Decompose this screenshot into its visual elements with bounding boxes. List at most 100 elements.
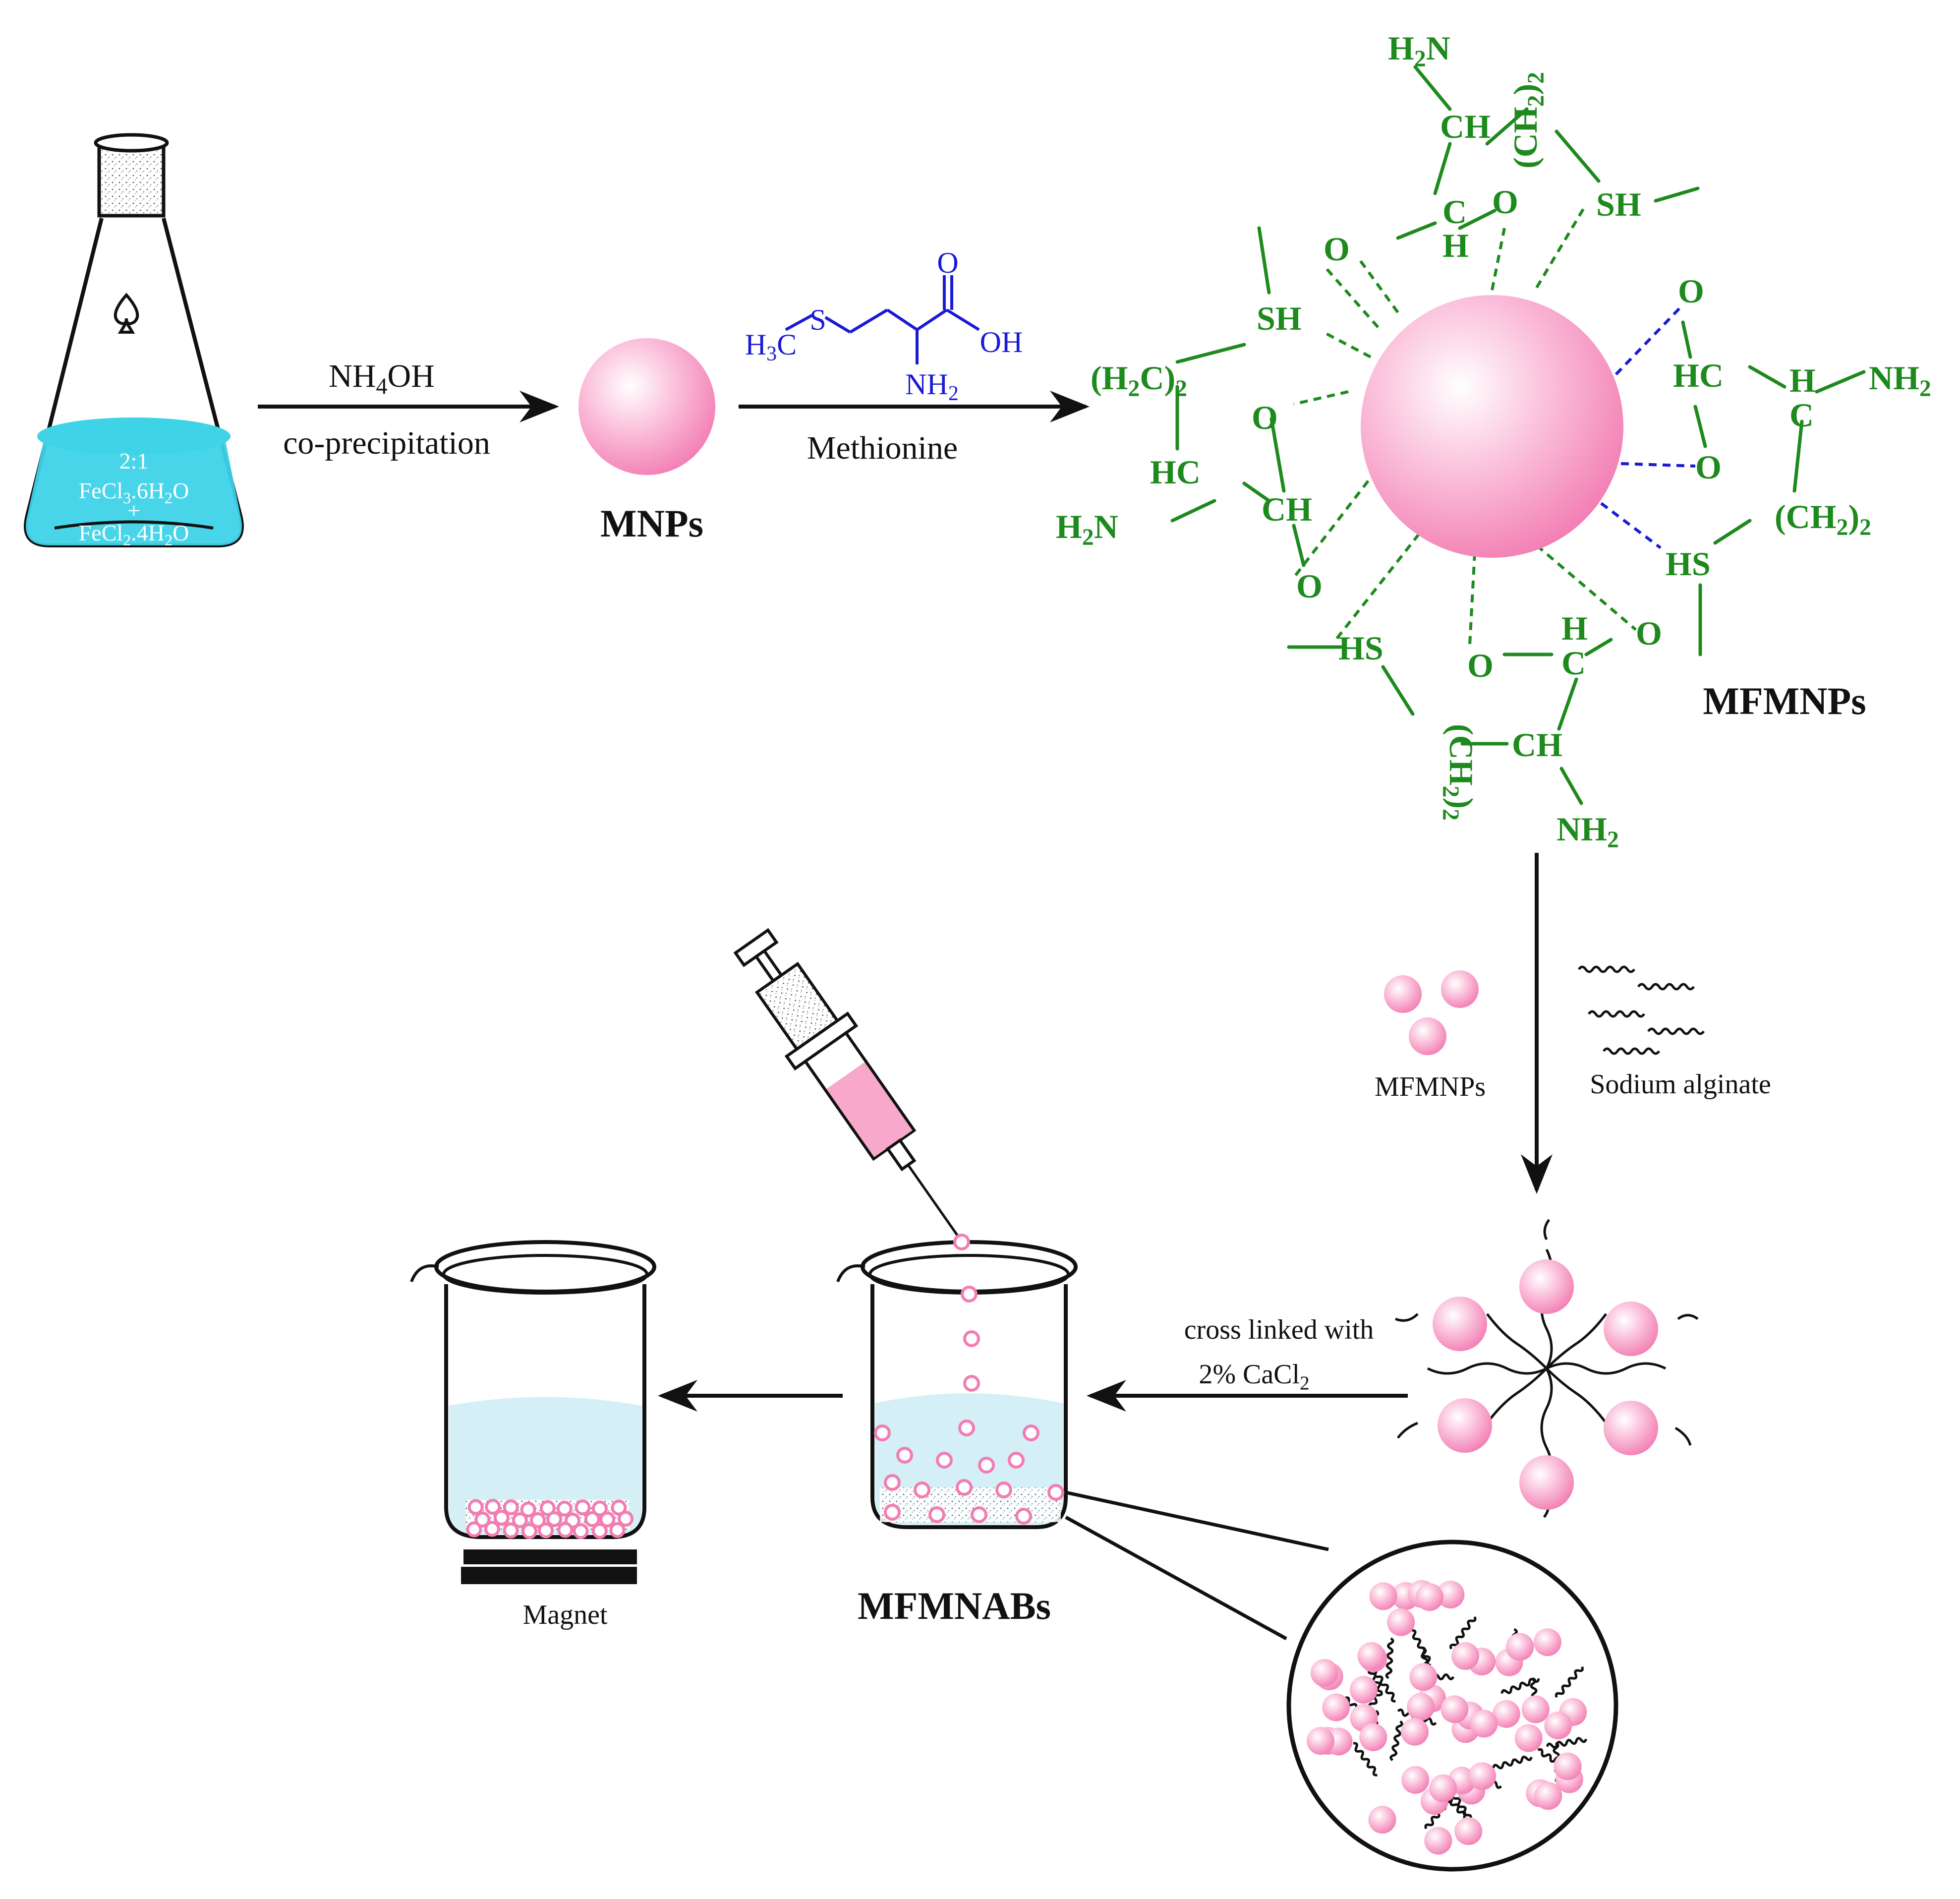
settled-bead: [573, 1523, 589, 1540]
group-o-bottom-1: O: [1467, 647, 1494, 684]
crosslink-line-2: 2% CaCl2: [1199, 1359, 1309, 1394]
bead-nanoparticle: [1468, 1762, 1497, 1790]
crosslink-line-1: cross linked with: [1184, 1314, 1374, 1345]
mix-ingredients: MFMNPs Sodium alginate: [1375, 967, 1771, 1102]
zoom-content: [1306, 1580, 1588, 1855]
bead-nanoparticle: [1544, 1711, 1572, 1739]
group-h-right: H: [1789, 361, 1816, 399]
bead-nanoparticle: [1387, 1608, 1415, 1636]
bead-nanoparticle: [1350, 1676, 1378, 1704]
settled-bead: [556, 1500, 573, 1517]
settled-bead: [521, 1523, 537, 1539]
bead-nanoparticle: [1534, 1782, 1562, 1810]
bead-nanoparticle: [1401, 1766, 1430, 1794]
bead-nanoparticle: [1514, 1724, 1543, 1752]
settled-bead: [591, 1523, 608, 1539]
mfmnps-label: MFMNPs: [1703, 679, 1866, 722]
group-o-right-1: O: [1678, 272, 1704, 310]
mfmnabs-label: MFMNABs: [858, 1584, 1051, 1627]
group-c-top: C: [1442, 193, 1467, 231]
settled-bead: [592, 1500, 608, 1517]
group-hc-right: HC: [1673, 356, 1724, 394]
bead-nanoparticle: [1415, 1583, 1443, 1611]
group-h-top: H: [1442, 227, 1469, 264]
settled-bead: [546, 1511, 563, 1527]
settled-bead: [512, 1512, 528, 1529]
bead-nanoparticle: [1506, 1633, 1534, 1661]
settled-bead: [467, 1499, 484, 1515]
group-ch-left: CH: [1262, 490, 1312, 528]
mix-mfmnps-label: MFMNPs: [1375, 1071, 1486, 1102]
group-ch2-bottom: (CH2)2: [1438, 724, 1480, 821]
bead-alginate-chain: [1546, 1737, 1588, 1749]
bead-nanoparticle: [1401, 1718, 1429, 1746]
step1-reagent: NH4OH: [329, 358, 435, 399]
methionine-h3c: H3C: [745, 328, 797, 365]
bead-nanoparticle: [1369, 1582, 1397, 1610]
erlenmeyer-flask: 2:1 FeCl3.6H2O + FeCl2.4H2O: [24, 133, 244, 549]
methionine-s: S: [809, 303, 826, 336]
bead-nanoparticle: [1454, 1817, 1483, 1845]
settled-bead: [557, 1522, 574, 1538]
mfmnps-structure: H2N CH (CH2)2 C H O O SH SH (H2C)2 HC H2…: [1056, 29, 1931, 853]
step2-reagent: Methionine: [807, 430, 958, 466]
methionine-nh2: NH2: [905, 368, 959, 405]
group-ch-top: CH: [1440, 108, 1491, 145]
group-ch2-right: (CH2)2: [1775, 498, 1871, 540]
settled-beads: [466, 1499, 634, 1540]
arrow-crosslink: cross linked with 2% CaCl2: [1087, 1314, 1408, 1412]
beaker-magnet: Magnet: [410, 1240, 656, 1630]
bead-nanoparticle: [1306, 1727, 1334, 1755]
group-o-left-1: O: [1252, 399, 1278, 436]
methionine-oh: OH: [980, 326, 1023, 358]
bead-nanoparticle: [1429, 1774, 1457, 1802]
bead-nanoparticle: [1554, 1752, 1582, 1780]
flask-reagent-2: FeCl2.4H2O: [79, 520, 189, 549]
bead-nanoparticle: [1310, 1659, 1338, 1687]
group-nh2-bottom: NH2: [1556, 810, 1619, 853]
bead-alginate-chain: [1500, 1678, 1540, 1694]
bead-alginate-chain: [1412, 1629, 1431, 1666]
mix-particle-2: [1441, 970, 1479, 1008]
bead-nanoparticle: [1470, 1710, 1498, 1738]
settled-bead: [503, 1522, 519, 1539]
mix-particle-1: [1384, 975, 1422, 1013]
settled-bead: [485, 1499, 501, 1515]
group-c-right: C: [1789, 396, 1814, 434]
arrow-step-2: Methionine: [739, 391, 1090, 466]
settled-bead: [539, 1500, 556, 1516]
group-nh2-right: NH2: [1869, 359, 1931, 402]
ligand-bonds: [1170, 65, 1866, 805]
arrow-step-1: NH4OH co-precipitation: [258, 358, 559, 461]
settled-bead: [530, 1512, 546, 1528]
alginate-chains: [1579, 967, 1704, 1054]
settled-bead: [466, 1521, 482, 1538]
spade-icon: [114, 293, 139, 334]
bead-nanoparticle: [1492, 1700, 1520, 1728]
settled-bead: [474, 1511, 491, 1528]
mnps-label: MNPs: [600, 502, 703, 545]
zoom-lines: [1065, 1490, 1329, 1641]
methionine-structure: S H3C O OH NH2: [745, 246, 1023, 405]
mix-particle-3: [1409, 1017, 1446, 1055]
settled-bead: [520, 1501, 536, 1518]
step1-method: co-precipitation: [283, 425, 490, 461]
settled-bead: [611, 1499, 627, 1516]
group-hs-right: HS: [1666, 545, 1711, 583]
coordination-bonds: [1292, 207, 1637, 645]
settled-bead: [584, 1511, 600, 1527]
bead-nanoparticle: [1521, 1695, 1550, 1723]
alginate-bead: [1395, 1219, 1699, 1518]
group-hc-left: HC: [1150, 453, 1201, 491]
bead-particle: [1604, 1401, 1658, 1455]
group-h2n-left: H2N: [1056, 508, 1118, 550]
bead-particle: [1519, 1259, 1574, 1314]
zoom-circle: [1286, 1540, 1618, 1872]
bead-nanoparticle: [1368, 1806, 1396, 1834]
group-h2c-left: (H2C)2: [1091, 359, 1187, 402]
group-o-top-right: O: [1492, 183, 1518, 221]
bead-alginate-chain: [1353, 1742, 1378, 1777]
bead-nanoparticle: [1533, 1628, 1561, 1657]
magnet-bar: [463, 1549, 637, 1564]
bead-alginate-chain: [1555, 1666, 1584, 1698]
